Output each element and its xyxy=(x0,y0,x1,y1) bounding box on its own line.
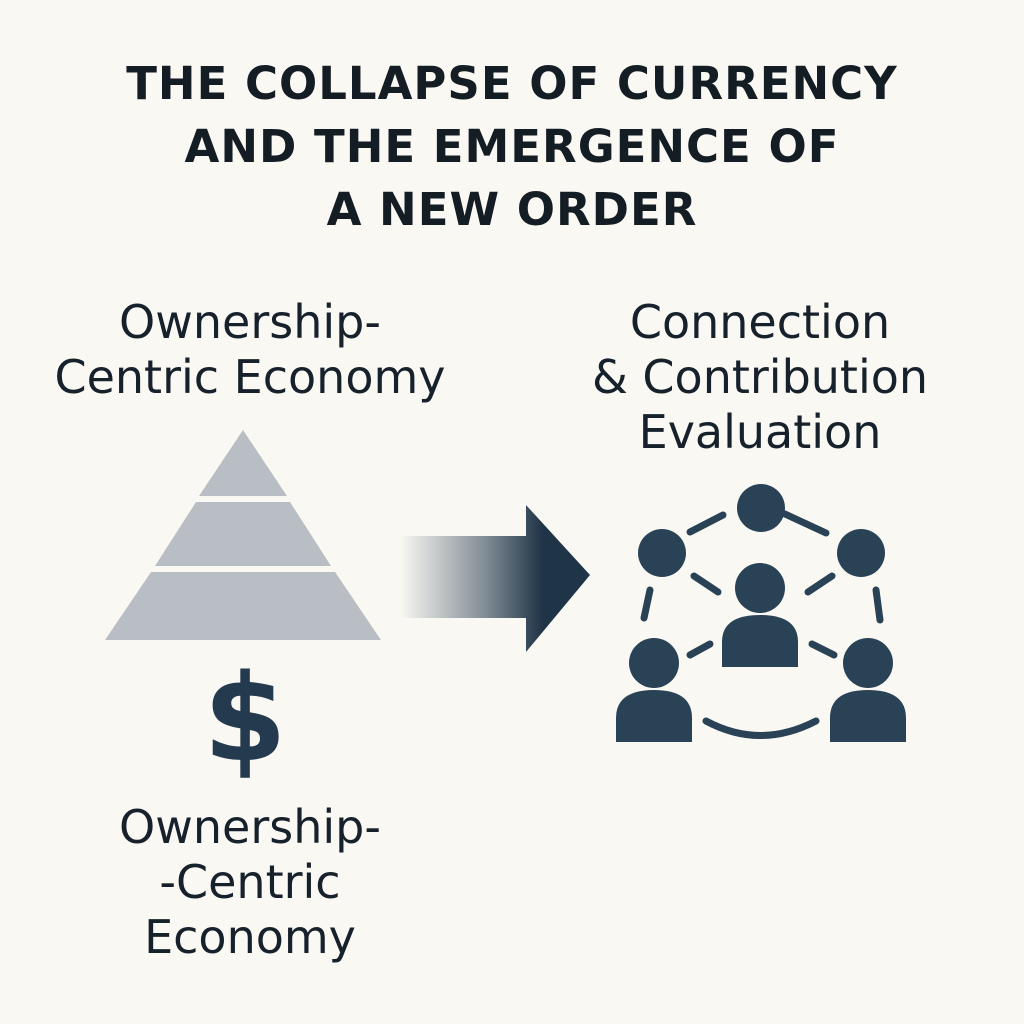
connection-contribution-label: Connection & Contribution Evaluation xyxy=(560,295,960,460)
connection-label-line-2: & Contribution xyxy=(591,350,929,404)
dollar-sign-icon: $ xyxy=(203,650,287,789)
network-spokes xyxy=(686,572,838,659)
person-center-icon xyxy=(722,563,798,667)
ownership-economy-bottom-label: Ownership- -Centric Economy xyxy=(90,800,410,965)
arrow-right-icon xyxy=(400,505,590,652)
connection-label-line-1: Connection xyxy=(629,295,891,349)
pyramid-bottom-tier xyxy=(105,572,381,640)
title-line-2: AND THE EMERGENCE OF xyxy=(184,120,840,173)
title-line-1: THE COLLAPSE OF CURRENCY xyxy=(126,57,898,110)
title-line-3: A NEW ORDER xyxy=(326,183,698,236)
pyramid-icon xyxy=(105,430,381,640)
network-node-right xyxy=(837,529,885,577)
ownership-economy-label-line-2: Centric Economy xyxy=(54,350,446,404)
person-right-icon xyxy=(830,638,906,742)
person-left-icon xyxy=(616,638,692,742)
bottom-label-line-2: -Centric xyxy=(159,855,341,909)
ownership-economy-label: Ownership- Centric Economy xyxy=(40,295,460,405)
people-network-icon xyxy=(616,484,906,742)
connection-label-line-3: Evaluation xyxy=(638,405,882,459)
ownership-economy-label-line-1: Ownership- xyxy=(119,295,381,349)
bottom-label-line-1: Ownership- xyxy=(119,800,381,854)
pyramid-top-tier xyxy=(199,430,287,496)
network-node-left xyxy=(638,529,686,577)
bottom-label-line-3: Economy xyxy=(144,910,356,964)
page-title: THE COLLAPSE OF CURRENCY AND THE EMERGEN… xyxy=(0,52,1024,241)
network-node-top xyxy=(737,484,785,532)
network-ring xyxy=(640,510,884,739)
pyramid-middle-tier xyxy=(155,502,331,566)
